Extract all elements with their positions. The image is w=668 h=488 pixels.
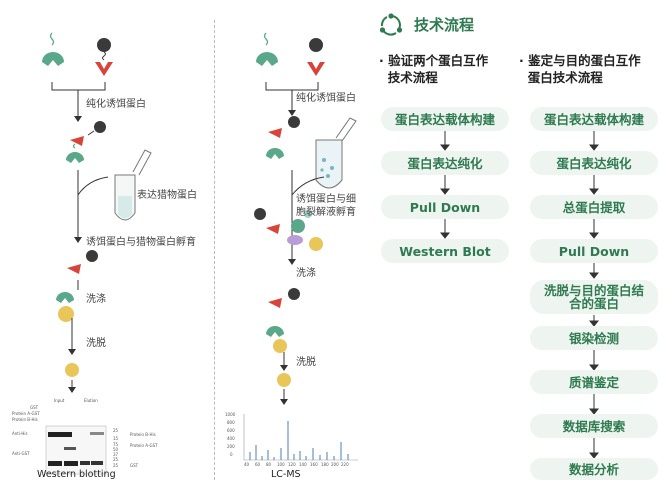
ms-y-tick-200: 200	[227, 444, 235, 449]
blot-col-elution: Elution	[84, 398, 98, 403]
col1-step-1: 蛋白表达载体构建	[381, 107, 509, 131]
bait-protein-icon	[42, 52, 64, 66]
blot-band-proteinB: Protein B-His	[130, 432, 156, 437]
col2-step-9: 数据分析	[530, 458, 658, 480]
ms-x-tick-120: 120	[288, 462, 296, 467]
blot-mw-25c: 25	[113, 463, 119, 468]
ms-x-tick-40: 40	[244, 462, 250, 467]
blot-anti-gst: Anti-GST	[12, 451, 30, 456]
middle-diagram	[243, 32, 358, 461]
blot-anti-his: Anti-His	[12, 431, 28, 436]
ms-spectrum	[243, 414, 358, 461]
blot-band-gst: GST	[130, 463, 139, 468]
ms-x-tick-160: 160	[310, 462, 318, 467]
panel-divider	[214, 20, 215, 480]
blot-band-proteinA: Protein A-GST	[130, 443, 158, 448]
blot-mw-50: 50	[113, 447, 119, 452]
col2-step-5: 洗脱与目的蛋白结合的蛋白	[530, 280, 658, 314]
ms-x-tick-80: 80	[266, 462, 272, 467]
blot-mw-37: 37	[113, 452, 119, 457]
mid-lysate-label: 诱饵蛋白与细胞裂解液孵育	[296, 194, 356, 218]
ms-x-tick-180: 180	[321, 462, 329, 467]
mid-wash-label: 洗涤	[296, 268, 316, 279]
col1-step-4: Western Blot	[381, 239, 509, 263]
left-elute-label: 洗脱	[86, 338, 106, 349]
ms-y-tick-0: 0	[230, 452, 233, 457]
left-incubate-label: 诱饵蛋白与猎物蛋白孵育	[86, 237, 196, 248]
col2-step-6: 银染检测	[530, 326, 658, 350]
ms-x-tick-140: 140	[299, 462, 307, 467]
page-title: 技术流程	[414, 16, 475, 34]
col2-step-8: 数据库搜索	[530, 414, 658, 438]
blot-mw-15: 15	[113, 436, 119, 441]
mid-step-purify: 纯化诱饵蛋白	[296, 93, 356, 104]
blot-row-gst: GST	[30, 405, 39, 410]
ms-x-tick-220: 220	[341, 462, 349, 467]
col2-step-4: Pull Down	[530, 239, 658, 263]
ms-y-tick-400: 400	[227, 436, 235, 441]
mid-elute-label: 洗脱	[296, 357, 316, 368]
blot-row-proteinA: Protein A-GST	[12, 411, 40, 416]
blot-row-proteinB: Protein B-His	[12, 417, 38, 422]
col2-step-7: 质谱鉴定	[530, 370, 658, 394]
red-tag-icon	[95, 62, 113, 76]
ms-y-tick-1000: 1000	[225, 412, 236, 417]
left-diagram	[42, 32, 152, 475]
ms-x-tick-60: 60	[255, 462, 261, 467]
western-blotting-caption: Western blotting	[37, 469, 116, 480]
left-prey-label: 表达猎物蛋白	[137, 190, 197, 201]
blot-mw-25a: 25	[113, 428, 119, 433]
col1-step-2: 蛋白表达纯化	[381, 151, 509, 175]
col2-heading: · 鉴定与目的蛋白互作 蛋白技术流程	[519, 53, 641, 85]
col2-step-2: 蛋白表达纯化	[530, 151, 658, 175]
col2-arrows	[589, 130, 599, 459]
cycle-icon	[379, 13, 403, 36]
blot-col-input: Input	[54, 398, 65, 403]
left-step-purify: 纯化诱饵蛋白	[86, 99, 146, 110]
ms-x-tick-100: 100	[277, 462, 285, 467]
blot-mw-25b: 25	[113, 457, 119, 462]
blot-mw-75: 75	[113, 442, 119, 447]
col1-step-3: Pull Down	[381, 195, 509, 219]
bead-icon	[97, 38, 111, 52]
ms-y-tick-800: 800	[227, 420, 235, 425]
col1-arrows	[440, 130, 450, 239]
col2-step-3: 总蛋白提取	[530, 195, 658, 219]
ms-x-tick-200: 200	[331, 462, 339, 467]
col1-heading: · 验证两个蛋白互作 技术流程	[379, 53, 489, 85]
col2-step-1: 蛋白表达载体构建	[530, 107, 658, 131]
left-wash-label: 洗涤	[86, 294, 106, 305]
lc-ms-caption: LC-MS	[271, 469, 301, 480]
ms-y-tick-600: 600	[227, 428, 235, 433]
